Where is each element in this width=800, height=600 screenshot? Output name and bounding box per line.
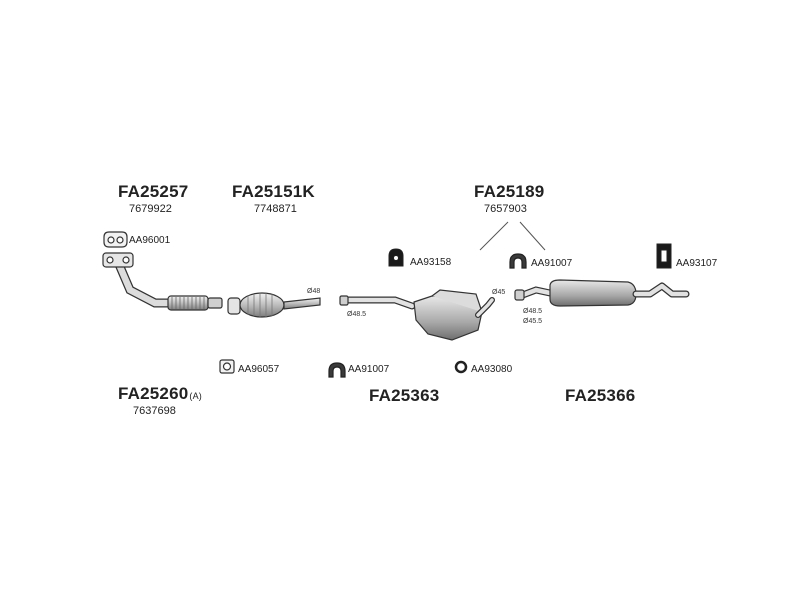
accessory-code-clamp[interactable]: AA91007: [531, 258, 573, 269]
assembly-suffix: (A): [189, 391, 203, 401]
u-clamp-icon: [509, 253, 527, 269]
assembly-code-front-pipe[interactable]: FA25257: [118, 182, 189, 201]
assembly-code-lower-text: FA25260: [118, 384, 189, 403]
accessory-code-gasket[interactable]: AA96001: [129, 235, 171, 246]
accessory-code-hanger[interactable]: AA93158: [410, 257, 452, 268]
dimension-label: Ø48.5: [347, 311, 367, 318]
square-gasket-icon: [219, 359, 235, 374]
assembly-code-catalyst[interactable]: FA25151K: [232, 182, 315, 201]
dimension-label: Ø45.5: [523, 318, 543, 325]
rubber-hanger-icon: [388, 248, 404, 267]
u-clamp-icon-2: [328, 362, 346, 378]
assembly-code-middle[interactable]: FA25363: [369, 386, 440, 405]
leader-lines: [479, 221, 546, 251]
front-pipe-part: [102, 252, 223, 311]
oem-number-kit: 7657903: [484, 203, 527, 215]
oem-number-lower: 7637698: [133, 405, 176, 417]
middle-silencer-part: [339, 289, 495, 341]
dimension-label: Ø48: [307, 288, 321, 295]
assembly-code-rear[interactable]: FA25366: [565, 386, 636, 405]
ring-icon: [454, 360, 468, 374]
accessory-code-mount[interactable]: AA93107: [676, 258, 718, 269]
oem-number-front-pipe: 7679922: [129, 203, 172, 215]
flange-gasket-icon: [103, 231, 128, 248]
dimension-label: Ø45: [492, 289, 506, 296]
dimension-label: Ø48.5: [523, 308, 543, 315]
oem-number-catalyst: 7748871: [254, 203, 297, 215]
accessory-code-ring[interactable]: AA93080: [471, 364, 513, 375]
catalytic-converter-part: [227, 292, 321, 318]
assembly-code-lower[interactable]: FA25260(A): [118, 384, 202, 404]
assembly-code-kit[interactable]: FA25189: [474, 182, 545, 201]
accessory-code-clamp-2[interactable]: AA91007: [348, 364, 390, 375]
rear-silencer-part: [514, 279, 690, 307]
rubber-mount-icon: [656, 243, 672, 269]
accessory-code-square-gasket[interactable]: AA96057: [238, 364, 280, 375]
